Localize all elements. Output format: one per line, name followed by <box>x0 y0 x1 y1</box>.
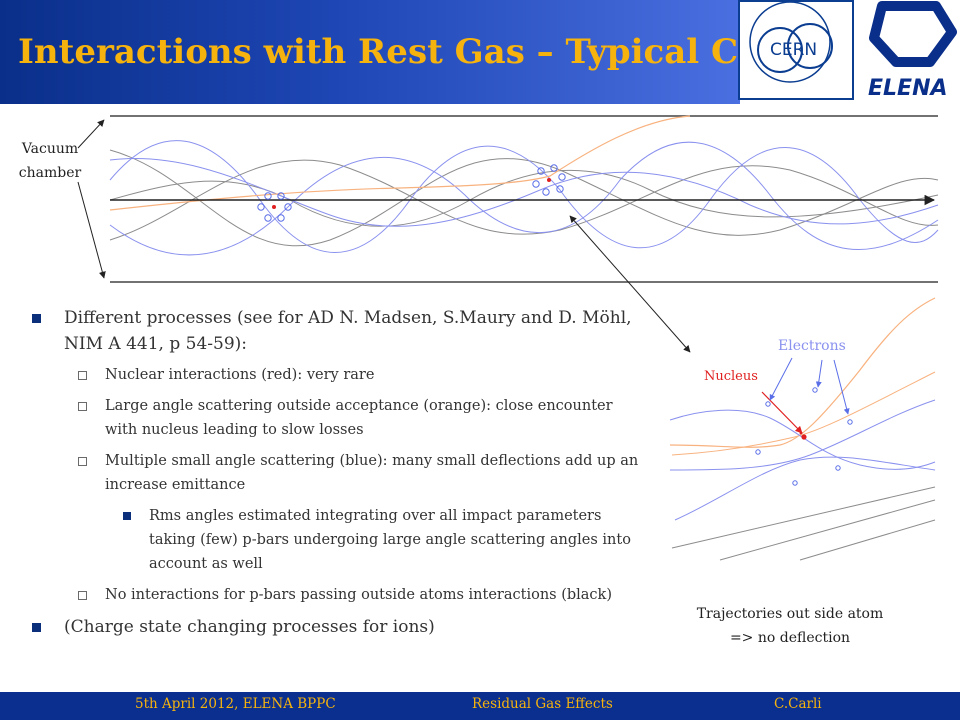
electron-pointer <box>815 359 823 388</box>
title-bar <box>0 0 740 104</box>
bullet-no-interactions: No interactions for p-bars passing outsi… <box>30 583 640 607</box>
footer-date: 5th April 2012, ELENA BPPC <box>135 696 336 712</box>
nucleus-pointer <box>761 391 803 434</box>
nucleus-label: Nucleus <box>704 369 758 384</box>
bullet-multiple-small-angle: Multiple small angle scattering (blue): … <box>30 449 640 497</box>
zoom-inset <box>669 297 936 561</box>
atom-2-nucleus <box>547 178 551 182</box>
trajectories-caption-line1: Trajectories out side atom <box>696 606 884 622</box>
zoom-link-arrow <box>569 215 691 353</box>
trajectory-diagram: Electrons Nucleus <box>77 115 939 561</box>
bullet-rms-angles: Rms angles estimated integrating over al… <box>30 504 640 576</box>
bullet-large-angle: Large angle scattering outside acceptanc… <box>30 394 640 442</box>
trajectories-caption: Trajectories out side atom => no deflect… <box>665 602 915 650</box>
vacuum-label-line1: Vacuum <box>21 141 79 157</box>
atom-1 <box>257 192 292 222</box>
bullet-processes: Different processes (see for AD N. Madse… <box>30 305 640 357</box>
blue-trajectory <box>109 157 939 227</box>
atom-2 <box>532 164 566 196</box>
electrons-label: Electrons <box>778 338 846 354</box>
atom-1-nucleus <box>272 205 276 209</box>
electron-pointer <box>833 359 850 415</box>
vacuum-pointer-bottom <box>77 181 106 279</box>
blue-trajectory <box>109 141 939 256</box>
electron-pointer <box>769 357 793 401</box>
footer-topic: Residual Gas Effects <box>472 696 613 712</box>
footer-bar: 5th April 2012, ELENA BPPC Residual Gas … <box>0 692 960 720</box>
vacuum-chamber-label: Vacuum chamber <box>10 137 90 185</box>
slide-title: Interactions with Rest Gas – Typical Cas… <box>18 32 801 72</box>
cern-logo <box>738 0 854 100</box>
trajectories-caption-line2: => no deflection <box>729 630 851 646</box>
vacuum-label-line2: chamber <box>18 165 82 181</box>
bullet-nuclear: Nuclear interactions (red): very rare <box>30 363 640 387</box>
bullet-charge-state: (Charge state changing processes for ion… <box>30 614 640 640</box>
footer-author: C.Carli <box>774 696 822 712</box>
cern-logo-text: CERN <box>770 40 818 60</box>
elena-logo-text: ELENA <box>868 76 948 101</box>
orange-trajectory <box>109 115 691 211</box>
bullet-list: Different processes (see for AD N. Madse… <box>30 305 640 646</box>
elena-logo-icon <box>869 1 957 67</box>
vacuum-pointer-top <box>77 119 105 149</box>
